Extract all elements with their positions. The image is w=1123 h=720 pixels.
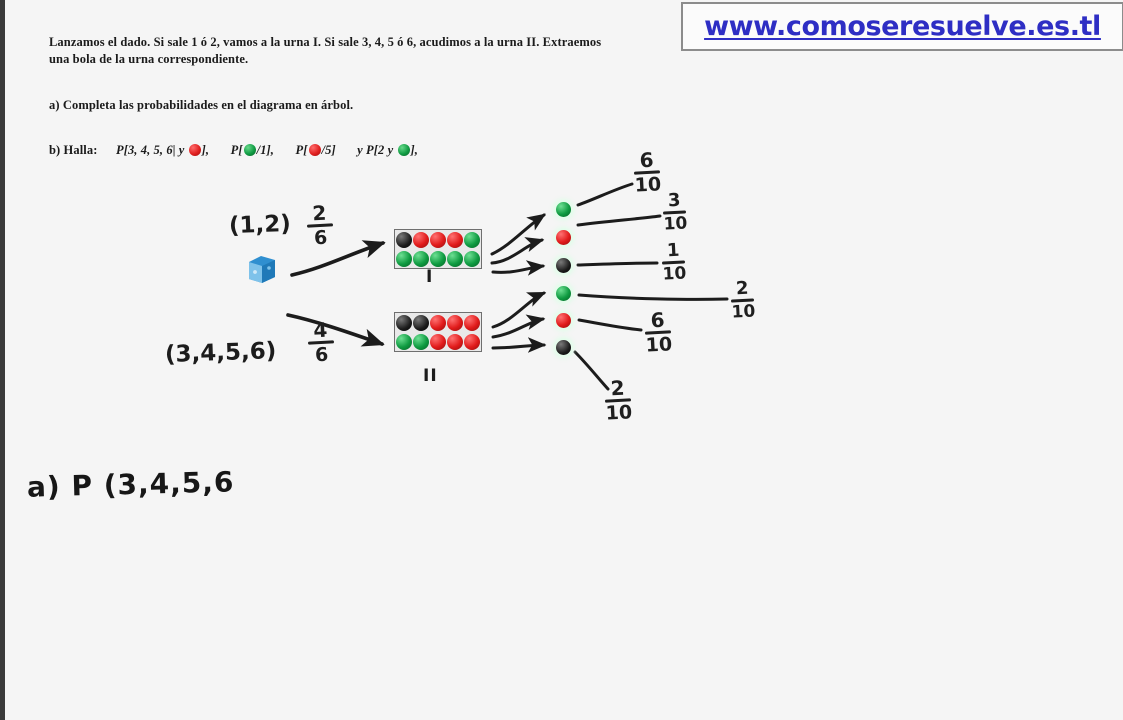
urn-cell [412, 249, 429, 268]
black-ball-icon [412, 314, 429, 331]
black-ball-icon [395, 231, 412, 248]
urn-cell [464, 332, 481, 351]
urn-cell [447, 230, 464, 249]
urn-cell [464, 313, 481, 332]
leaf-prob-red-urn1: 3 10 [663, 189, 688, 235]
website-url-banner: www.comoseresuelve.es.tl [681, 2, 1123, 51]
green-ball-icon [429, 250, 446, 267]
urn-cell [447, 249, 464, 268]
urn-cell [412, 332, 429, 351]
urn-1-label: I [426, 267, 434, 287]
outcome-ball-green-urn1 [556, 202, 571, 217]
leaf-prob-black-urn1: 1 10 [662, 239, 687, 285]
leaf-prob-black-urn2: 2 10 [605, 375, 633, 425]
red-ball-icon [464, 333, 481, 350]
green-ball-icon [464, 231, 481, 248]
die-outcome-set-1: (1,2) [228, 210, 292, 240]
problem-statement: Lanzamos el dado. Si sale 1 ó 2, vamos a… [49, 35, 602, 66]
urn-cell [429, 230, 446, 249]
red-ball-icon [188, 144, 201, 156]
question-b: b) Halla: P[3, 4, 5, 6| y ], P[/1], P[/5… [49, 143, 649, 158]
urn-cell [412, 230, 429, 249]
leaf-prob-green-urn2: 2 10 [731, 277, 756, 323]
urn-cell [464, 230, 481, 249]
urn-cell [464, 249, 481, 268]
urn-cell [447, 313, 464, 332]
urn-cell [395, 230, 412, 249]
urn-cell [395, 313, 412, 332]
branch-1-probability: 2 6 [306, 201, 334, 249]
red-ball-icon [464, 314, 481, 331]
question-b-prefix: b) Halla: [49, 143, 98, 157]
green-ball-icon [464, 250, 481, 267]
branch-2-probability: 4 6 [307, 318, 335, 366]
green-ball-icon [243, 144, 256, 156]
urn-cell [395, 332, 412, 351]
red-ball-icon [308, 144, 321, 156]
prob-expr-3: P[/5] [295, 143, 336, 157]
leaf-prob-red-urn2: 6 10 [645, 307, 673, 357]
black-ball-icon [395, 314, 412, 331]
green-ball-icon [412, 333, 429, 350]
outcome-ball-red-urn2 [556, 313, 571, 328]
leaf-prob-green-urn1: 6 10 [634, 147, 662, 197]
urn-cell [447, 332, 464, 351]
red-ball-icon [429, 333, 446, 350]
urn-2-label: II [423, 366, 438, 386]
green-ball-icon [397, 144, 410, 156]
urn-cell [429, 249, 446, 268]
question-a: a) Completa las probabilidades en el dia… [49, 98, 354, 112]
red-ball-icon [447, 314, 464, 331]
urn-2-contents [394, 312, 482, 352]
urn-cell [429, 313, 446, 332]
handwritten-solution-line: a) P (3,4,5,6 [26, 465, 235, 504]
green-ball-icon [395, 250, 412, 267]
outcome-ball-black-urn1 [556, 258, 571, 273]
outcome-ball-black-urn2 [556, 340, 571, 355]
blue-die-icon [245, 252, 279, 286]
prob-expr-4: y P[2 y ], [357, 143, 418, 157]
green-ball-icon [447, 250, 464, 267]
green-ball-icon [412, 250, 429, 267]
outcome-ball-green-urn2 [556, 286, 571, 301]
prob-expr-2: P[/1], [230, 143, 275, 157]
red-ball-icon [412, 231, 429, 248]
red-ball-icon [447, 333, 464, 350]
urn-cell [412, 313, 429, 332]
website-url-link[interactable]: www.comoseresuelve.es.tl [704, 11, 1101, 42]
urn-cell [395, 249, 412, 268]
urn-1-contents [394, 229, 482, 269]
red-ball-icon [429, 314, 446, 331]
outcome-ball-red-urn1 [556, 230, 571, 245]
urn-cell [429, 332, 446, 351]
red-ball-icon [429, 231, 446, 248]
prob-expr-1: P[3, 4, 5, 6| y ], [115, 143, 210, 157]
red-ball-icon [447, 231, 464, 248]
green-ball-icon [395, 333, 412, 350]
die-outcome-set-2: (3,4,5,6) [164, 338, 277, 368]
